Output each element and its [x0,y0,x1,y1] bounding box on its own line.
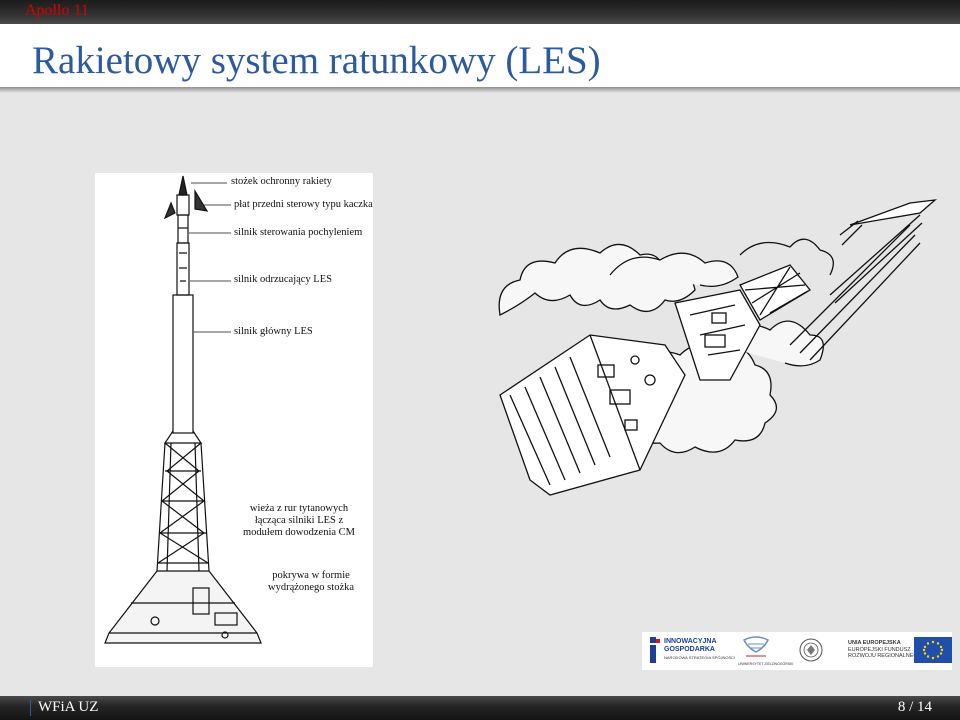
eu-line-2: EUROPEJSKI FUNDUSZ [848,647,911,653]
innovative-line-1: INNOWACYJNA [664,638,717,645]
label-cover-line-2: wydrążonego stożka [268,582,355,593]
footer-short-title[interactable]: WFiA UZ [38,699,99,715]
slide-title: Rakietowy system ratunkowy (LES) [32,39,601,82]
les-abort-drawing [498,199,938,496]
footer-short-title-wrap: WFiA UZ [30,699,98,716]
les-tower-figure: stożek ochronny rakiety płat przedni ste… [95,173,373,667]
section-name[interactable]: Apollo 11 [25,2,89,19]
eu-line-3: ROZWOJU REGIONALNEGO [848,653,922,659]
footer-separator [30,700,31,716]
seal-logo [798,632,824,670]
title-shadow [0,87,960,93]
eu-fund-logo: UNIA EUROPEJSKA EUROPEJSKI FUNDUSZ ROZWO… [848,632,952,670]
label-tower-line-2: łącząca silniki LES z [254,515,344,526]
innovative-economy-logo: INNOWACYJNA GOSPODARKA NARODOWA STRATEGI… [644,632,736,670]
label-canard: płat przedni sterowy typu kaczka [234,199,373,210]
label-pitch-motor: silnik sterowania pochyleniem [234,227,363,238]
innovative-economy-icon [650,637,660,663]
top-navigation-bar: Apollo 11 [0,0,960,24]
title-bar: Rakietowy system ratunkowy (LES) [0,24,960,87]
university-caption: UNIWERSYTET ZIELONOGÓRSKI [738,662,794,666]
label-cover-line-1: pokrywa w formie [272,570,350,581]
innovative-line-2: GOSPODARKA [664,646,715,653]
innovative-line-3: NARODOWA STRATEGIA SPÓJNOŚCI [664,655,736,660]
page-indicator: 8 / 14 [897,699,932,715]
label-nose-cone: stożek ochronny rakiety [231,176,332,187]
label-tower-line-3: modułem dowodzenia CM [243,527,355,538]
les-abort-illustration [490,195,940,505]
seal-icon [799,638,823,662]
label-cover: pokrywa w formie wydrążonego stożka [265,569,358,595]
label-tower: wieża z rur tytanowych łącząca silniki L… [240,502,358,540]
label-tower-line-1: wieża z rur tytanowych [249,503,349,514]
footer-bar: WFiA UZ 8 / 14 [0,696,960,720]
eu-flag-icon [914,637,952,663]
university-emblem-icon [742,636,770,657]
funding-logos: INNOWACYJNA GOSPODARKA NARODOWA STRATEGI… [642,632,952,670]
label-main-motor: silnik główny LES [234,326,313,337]
eu-line-1: UNIA EUROPEJSKA [848,640,901,646]
les-tower-drawing [104,175,262,644]
label-jettison-motor: silnik odrzucający LES [234,274,332,285]
university-logo: UNIWERSYTET ZIELONOGÓRSKI [738,632,793,670]
